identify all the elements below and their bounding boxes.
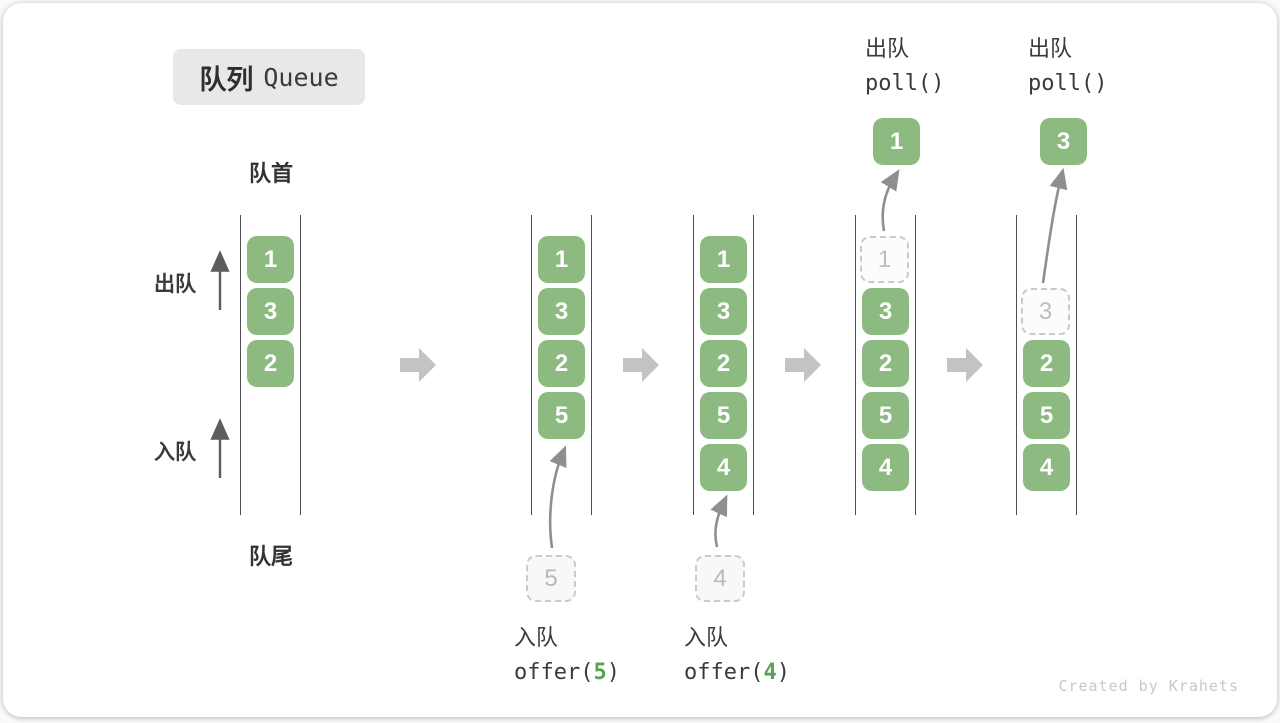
step-transition-arrow-2: [623, 348, 659, 382]
queue-item: 5: [538, 392, 585, 439]
diagram-canvas: 队列 Queue 队首 队尾 出队 入队 1 3 2 1 3 2 5 1 3 2 5 4 1 3 2 5…: [3, 3, 1277, 717]
queue-column-step3: 1 3 2 5 4: [693, 215, 754, 515]
queue-item: 2: [700, 340, 747, 387]
queue-item: 5: [1023, 392, 1070, 439]
step-transition-arrow-3: [785, 348, 821, 382]
title-english: Queue: [263, 62, 339, 92]
queue-item: 3: [538, 288, 585, 335]
staged-item-box-5: 5: [526, 555, 576, 602]
queue-item: 4: [862, 444, 909, 491]
queue-item: 2: [862, 340, 909, 387]
title-box: 队列 Queue: [173, 49, 365, 105]
queue-column-step2: 1 3 2 5: [531, 215, 592, 515]
offer-operation-label-5: 入队 offer(5): [514, 620, 620, 685]
dequeue-side-label: 出队: [154, 273, 196, 296]
queue-rear-label: 队尾: [248, 544, 293, 569]
arrows-overlay: [210, 167, 1068, 549]
queue-column-step4: 1 3 2 5 4: [855, 215, 916, 515]
queue-item: 5: [862, 392, 909, 439]
watermark: Created by Krahets: [1058, 677, 1239, 695]
queue-item: 2: [538, 340, 585, 387]
queue-front-label: 队首: [248, 161, 293, 186]
offer-code: offer(5): [514, 660, 620, 685]
queue-item-removed: 1: [860, 236, 909, 283]
queue-item: 2: [247, 340, 294, 387]
queue-item: 3: [700, 288, 747, 335]
poll-operation-label-2: 出队 poll(): [1028, 31, 1107, 96]
queue-item: 3: [862, 288, 909, 335]
offer-code: offer(4): [684, 660, 790, 685]
poll-label-chinese: 出队: [865, 36, 910, 61]
step-transition-arrow-4: [947, 348, 983, 382]
queue-item: 1: [700, 236, 747, 283]
offer-label-chinese: 入队: [684, 625, 729, 650]
queue-column-step5: 3 2 5 4: [1016, 215, 1077, 515]
offer-arg: 5: [593, 660, 607, 685]
poll-code: poll(): [1028, 71, 1108, 96]
step-transition-arrow-1: [400, 348, 436, 382]
offer-arg: 4: [763, 660, 777, 685]
queue-item: 4: [1023, 444, 1070, 491]
poll-result-box-1: 1: [873, 118, 920, 165]
offer-operation-label-4: 入队 offer(4): [684, 620, 790, 685]
queue-item: 1: [247, 236, 294, 283]
staged-item-box-4: 4: [695, 555, 745, 602]
queue-item: 1: [538, 236, 585, 283]
queue-item: 5: [700, 392, 747, 439]
poll-label-chinese: 出队: [1028, 36, 1073, 61]
queue-column-step1: 1 3 2: [240, 215, 301, 515]
queue-item-removed: 3: [1021, 288, 1070, 335]
queue-item: 2: [1023, 340, 1070, 387]
poll-operation-label-1: 出队 poll(): [865, 31, 944, 96]
title-chinese: 队列: [199, 64, 254, 95]
offer-label-chinese: 入队: [514, 625, 559, 650]
poll-code: poll(): [865, 71, 945, 96]
queue-item: 3: [247, 288, 294, 335]
queue-item: 4: [700, 444, 747, 491]
enqueue-side-label: 入队: [154, 441, 196, 464]
poll-result-box-3: 3: [1040, 118, 1087, 165]
